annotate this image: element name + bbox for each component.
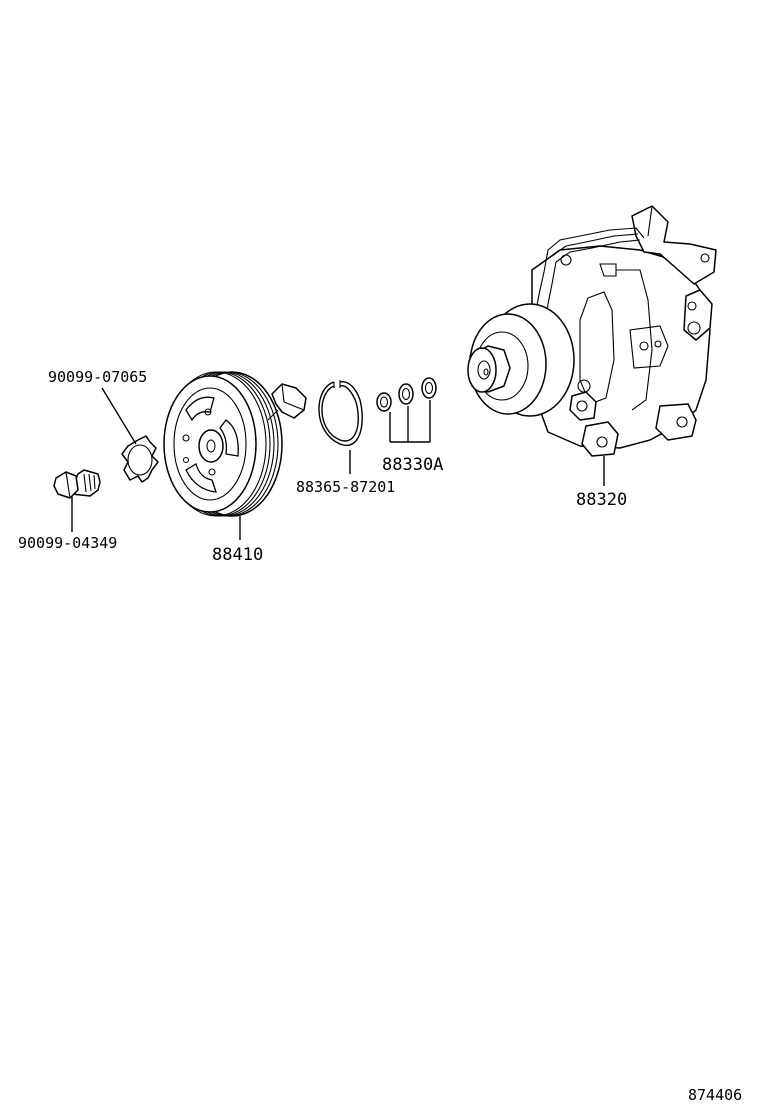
lock-washer-icon[interactable] [121, 435, 159, 483]
label-snap-ring: 88365-87201 [296, 478, 395, 496]
leader-washer [101, 387, 137, 445]
snap-ring-icon[interactable] [318, 380, 363, 447]
label-shims: 88330A [382, 455, 443, 475]
pulley-icon[interactable] [163, 371, 307, 517]
leader-shims [389, 400, 431, 443]
label-bolt: 90099-04349 [18, 534, 117, 552]
diagram-id: 874406 [688, 1086, 742, 1104]
label-pulley: 88410 [212, 545, 263, 565]
compressor-icon[interactable] [467, 205, 717, 457]
bolt-icon[interactable] [53, 469, 101, 499]
label-compressor: 88320 [576, 490, 627, 510]
shim-icon[interactable] [376, 377, 437, 412]
label-washer: 90099-07065 [48, 368, 147, 386]
